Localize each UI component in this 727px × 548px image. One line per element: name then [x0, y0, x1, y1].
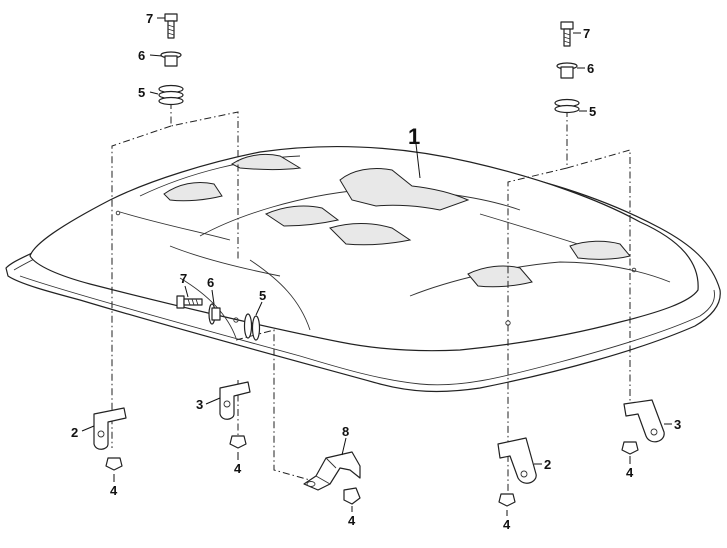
cover-panel	[5, 145, 721, 393]
collar-6-left	[160, 51, 182, 67]
cover-scoop-left	[264, 205, 340, 227]
hardware-stack-center	[176, 295, 261, 341]
callout-4-e: 4	[626, 465, 634, 480]
hardware-stack-right	[554, 21, 580, 114]
callout-5-left: 5	[138, 85, 145, 100]
callout-6-right: 6	[587, 61, 594, 76]
nut-4-b	[229, 435, 247, 449]
collar-6-center	[208, 303, 221, 325]
nut-4-a	[105, 457, 123, 471]
callout-3-left: 3	[196, 397, 203, 412]
bracket-2-left	[93, 407, 127, 450]
hardware-stack-left	[158, 13, 184, 106]
callout-4-a: 4	[110, 483, 118, 498]
callout-4-c: 4	[348, 513, 356, 528]
nut-4-d	[498, 493, 516, 507]
callout-6-left: 6	[138, 48, 145, 63]
cover-vent-left	[163, 181, 223, 202]
bolt-7-center	[176, 295, 203, 309]
callout-8: 8	[342, 424, 349, 439]
washer-5-left	[158, 84, 184, 106]
callout-labels: 1 7 6 5 7 6 5 7 6 5 2 3 3 2 8 4 4 4 4 4	[71, 11, 681, 532]
callout-2-right: 2	[544, 457, 551, 472]
nut-4-c	[343, 487, 361, 505]
cover-vent-rear-left	[231, 153, 302, 170]
cover-vent-front	[467, 265, 533, 288]
callout-4-b: 4	[234, 461, 242, 476]
bracket-8	[303, 451, 361, 491]
cover-vent-right	[569, 240, 631, 260]
callout-4-d: 4	[503, 517, 511, 532]
collar-6-right	[556, 62, 578, 79]
washer-5-center	[243, 313, 261, 341]
washer-5-right	[554, 98, 580, 114]
nut-4-e	[621, 441, 639, 455]
callout-2-left: 2	[71, 425, 78, 440]
cover-scoop-mid	[329, 223, 412, 246]
callout-1: 1	[408, 124, 420, 149]
bolt-7-right	[560, 21, 574, 47]
bolt-7-left	[164, 13, 178, 39]
callout-7-left: 7	[146, 11, 153, 26]
bracket-3-left	[219, 381, 251, 420]
bracket-3-right	[623, 399, 665, 443]
cover-scoop-center	[339, 167, 470, 211]
callout-3-right: 3	[674, 417, 681, 432]
callout-5-center: 5	[259, 288, 266, 303]
callout-7-center: 7	[180, 271, 187, 286]
leader-lines	[81, 17, 672, 516]
bracket-2-right	[497, 437, 537, 484]
callout-5-right: 5	[589, 104, 596, 119]
callout-7-right: 7	[583, 26, 590, 41]
callout-6-center: 6	[207, 275, 214, 290]
